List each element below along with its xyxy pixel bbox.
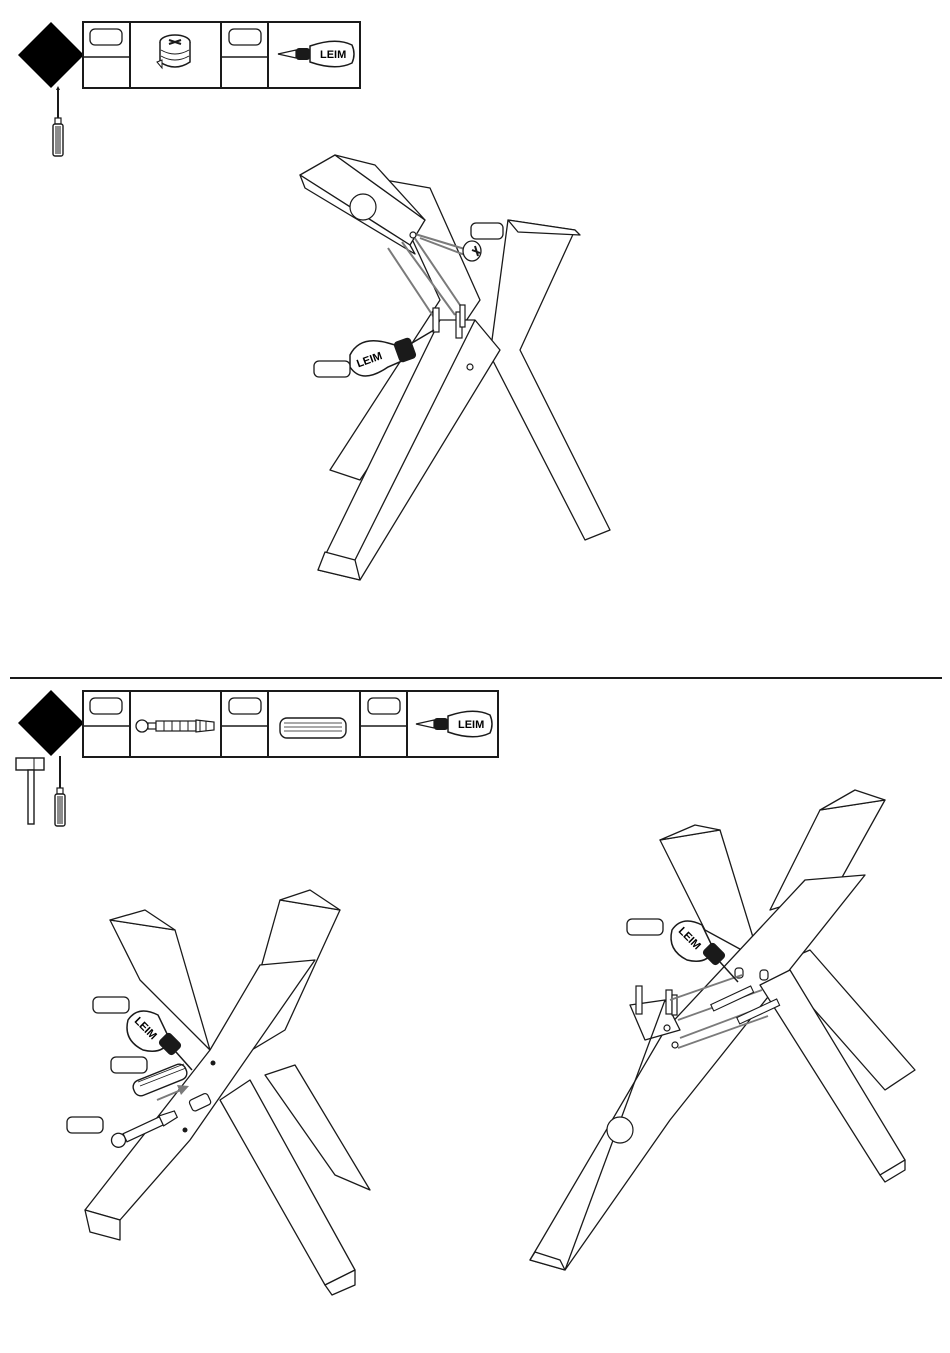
step-a-circle-marker [350,194,376,220]
step-b-circle-marker [607,1117,633,1143]
step-b-badge [16,688,86,758]
step-b-right-glue-bottle: LEIM [662,910,752,990]
step-a-cam-nut-callout [470,222,506,242]
step-a-badge [16,20,86,90]
step-b-left-cam-bolt [102,1095,222,1145]
step-b-left-x-leg [70,890,370,1290]
screwdriver-icon [50,88,66,158]
screwdriver-icon [52,756,68,828]
step-b: LEIM LEIM [0,680,950,1353]
cam-nut-part [463,241,481,261]
step-a: LEIM [0,0,950,670]
hammer-icon [14,756,48,826]
wooden-dowel-icon [276,715,352,741]
cam-lock-nut-icon [153,32,197,76]
glue-label: LEIM [320,49,346,61]
cam-bolt-icon [134,714,220,738]
step-a-glue-callout [313,360,353,380]
step-b-dowel-left-callout [110,1056,150,1076]
glue-label: LEIM [458,719,484,731]
step-b-right-x-leg [520,790,920,1280]
step-b-bolt-left-callout [66,1116,106,1136]
step-b-glue-right-callout [626,918,666,938]
glue-bottle-icon: LEIM [276,37,356,71]
step-b-glue-left-callout [92,996,132,1016]
step-a-glue-bottle: LEIM [340,325,440,385]
section-divider [10,677,942,679]
glue-bottle-icon: LEIM [414,707,494,741]
